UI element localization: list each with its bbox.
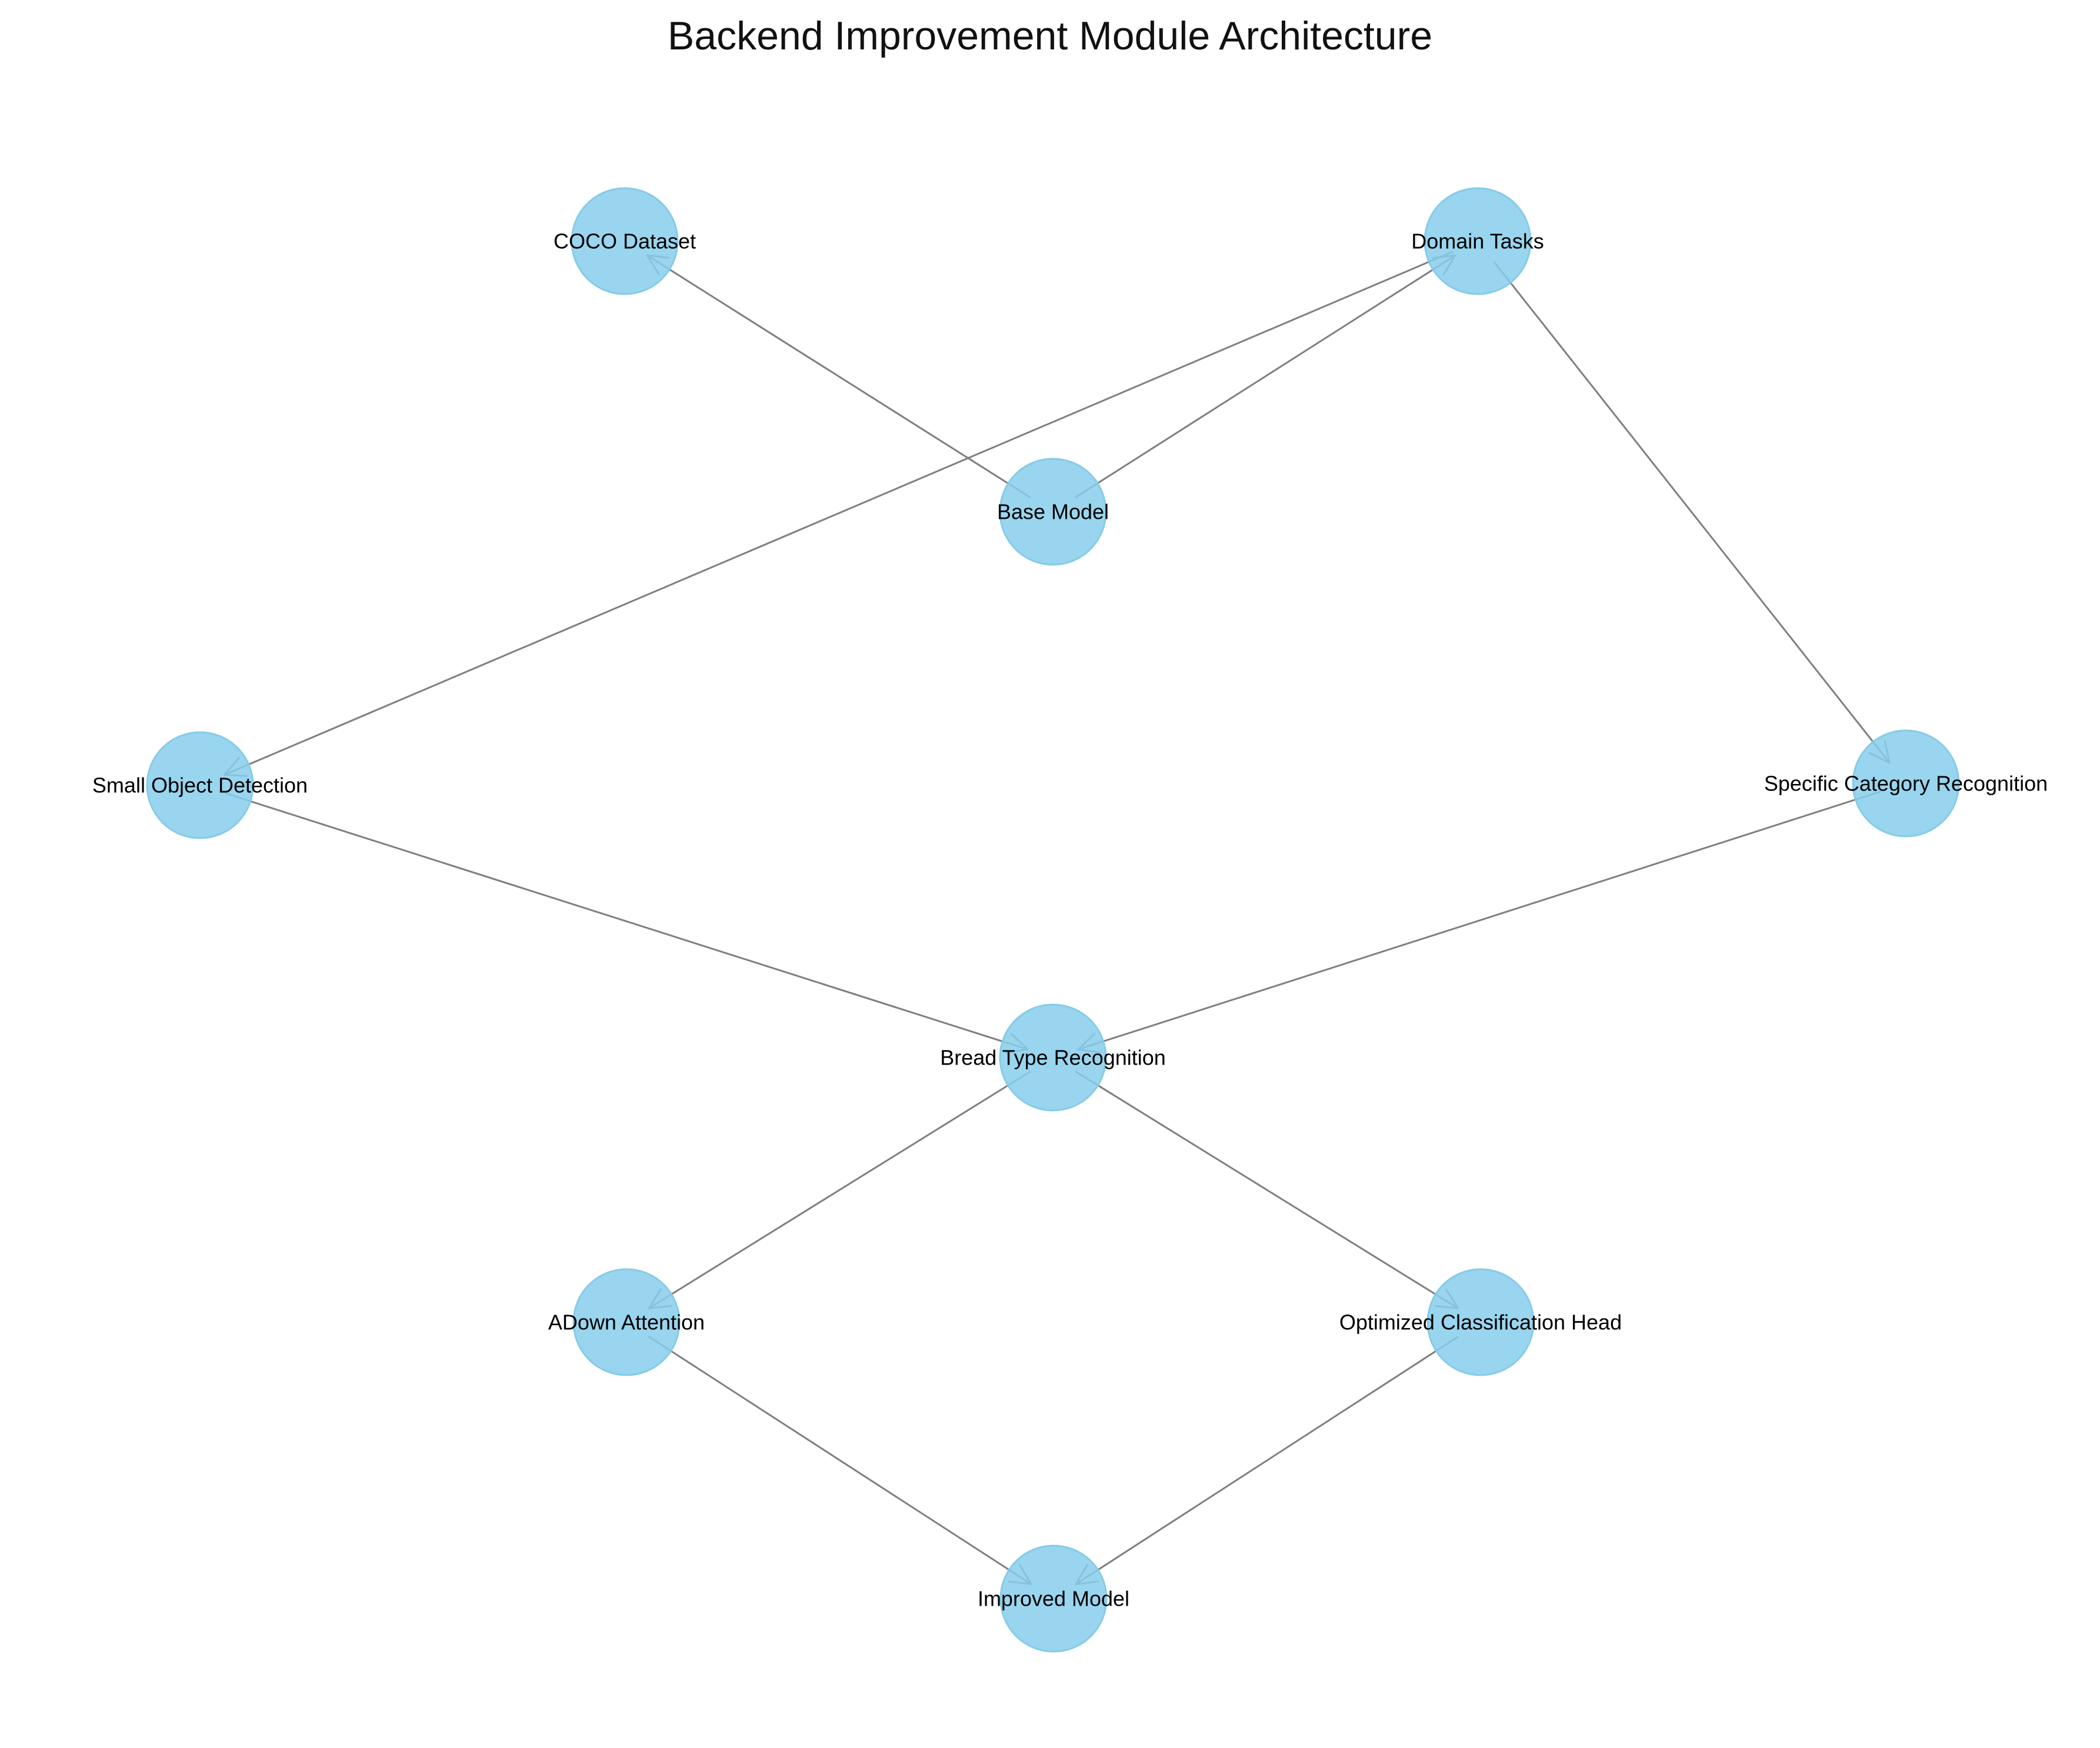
node-label-coco-dataset: COCO Dataset: [554, 229, 696, 253]
edge-line: [648, 1070, 1031, 1309]
edge-line: [1075, 254, 1456, 499]
edge-adown-attention-to-improved-model: [648, 1336, 1032, 1586]
node-optimized-classification-head: [1426, 1268, 1535, 1376]
node-specific-category-recognition: [1852, 729, 1960, 838]
edges-layer: [223, 251, 1891, 1586]
edge-line: [225, 792, 1028, 1050]
diagram-title: Backend Improvement Module Architecture: [667, 14, 1433, 58]
node-adown-attention: [572, 1268, 681, 1376]
node-label-base-model: Base Model: [997, 500, 1109, 524]
edge-domain-tasks-to-small-object-detection: [223, 251, 1454, 777]
edge-line: [1075, 1336, 1459, 1585]
edge-base-model-to-coco-dataset: [646, 254, 1031, 499]
edge-line: [1078, 790, 1881, 1050]
edge-line: [1493, 261, 1891, 763]
edge-line: [1075, 1070, 1459, 1309]
node-label-bread-type-recognition: Bread Type Recognition: [940, 1046, 1166, 1070]
node-bread-type-recognition: [999, 1003, 1107, 1112]
node-label-adown-attention: ADown Attention: [548, 1310, 705, 1335]
edge-line: [224, 251, 1454, 776]
edge-optimized-classification-head-to-improved-model: [1075, 1336, 1459, 1586]
node-label-specific-category-recognition: Specific Category Recognition: [1764, 772, 2048, 796]
node-label-improved-model: Improved Model: [978, 1587, 1129, 1611]
edge-small-object-detection-to-bread-type-recognition: [225, 792, 1029, 1054]
node-label-small-object-detection: Small Object Detection: [92, 773, 308, 798]
nodes-layer: [146, 187, 1960, 1653]
node-domain-tasks: [1424, 187, 1532, 295]
node-label-optimized-classification-head: Optimized Classification Head: [1339, 1310, 1622, 1335]
edge-base-model-to-domain-tasks: [1075, 254, 1456, 499]
edge-line: [646, 254, 1031, 499]
edge-bread-type-recognition-to-adown-attention: [648, 1070, 1031, 1309]
edge-specific-category-recognition-to-bread-type-recognition: [1077, 790, 1881, 1054]
node-improved-model: [999, 1544, 1108, 1653]
node-coco-dataset: [571, 187, 679, 295]
node-label-domain-tasks: Domain Tasks: [1411, 229, 1544, 253]
edge-line: [648, 1336, 1032, 1585]
node-base-model: [999, 458, 1107, 566]
node-small-object-detection: [146, 731, 254, 839]
edge-domain-tasks-to-specific-category-recognition: [1493, 261, 1891, 764]
edge-bread-type-recognition-to-optimized-classification-head: [1075, 1070, 1459, 1309]
